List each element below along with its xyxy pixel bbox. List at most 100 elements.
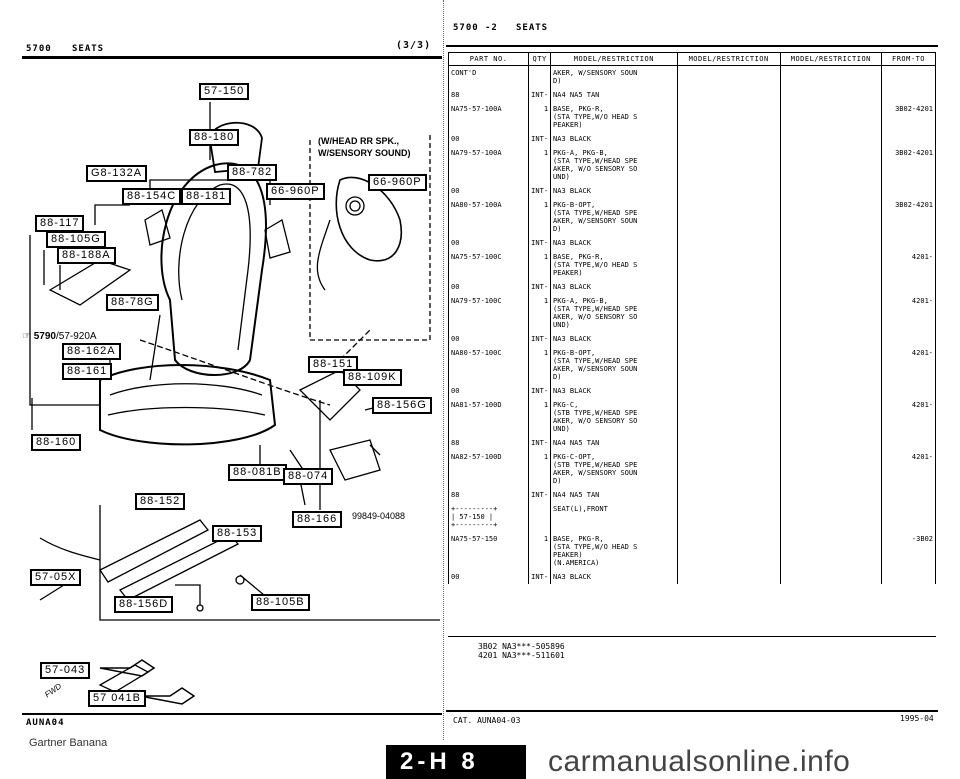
parts-table: PART NO. QTY MODEL/RESTRICTION MODEL/RES… — [447, 52, 936, 584]
row-part-no: 88 — [447, 436, 530, 450]
callout-88-105g: 88-105G — [46, 231, 106, 248]
row-qty: INT- — [528, 280, 552, 294]
row-model-3 — [779, 502, 883, 532]
row-model-3 — [779, 346, 883, 384]
row-from-to — [881, 184, 936, 198]
col-qty: QTY — [528, 52, 552, 66]
row-model-3 — [779, 384, 883, 398]
row-from-to: 4201- — [881, 250, 936, 280]
ref-number: 5790 — [33, 331, 56, 342]
row-model-3 — [779, 250, 883, 280]
callout-88-161: 88-161 — [62, 363, 113, 380]
callout-88-156d: 88-156D — [114, 596, 174, 613]
row-from-to — [881, 436, 936, 450]
row-description: NA4 NA5 TAN — [550, 88, 678, 102]
row-model-2 — [676, 384, 781, 398]
callout-57-150: 57-150 — [199, 83, 250, 100]
row-from-to — [881, 280, 936, 294]
row-model-2 — [676, 65, 781, 88]
row-model-3 — [779, 532, 883, 570]
callout-g8-132a: G8-132A — [86, 165, 148, 182]
row-model-3 — [779, 236, 883, 250]
col-part-no: PART NO. — [447, 52, 530, 66]
right-header-title: SEATS — [516, 23, 549, 33]
ref-5790: ☞ 5790/57-920A — [22, 331, 97, 342]
row-part-no: 00 — [447, 570, 530, 584]
row-model-2 — [676, 346, 781, 384]
callout-88-151: 88-151 — [308, 356, 359, 373]
row-from-to — [881, 88, 936, 102]
row-qty: 1 — [528, 294, 552, 332]
row-description: NA3 BLACK — [550, 384, 678, 398]
row-from-to — [881, 132, 936, 146]
right-footer-cat: CAT. AUNA04-03 — [453, 716, 521, 725]
row-from-to: 4201- — [881, 294, 936, 332]
row-part-no: 00 — [447, 236, 530, 250]
row-model-2 — [676, 436, 781, 450]
row-part-no: NA75-57-150 — [447, 532, 530, 570]
part-code-label: 99849-04088 — [352, 511, 406, 521]
row-description: BASE, PKG-R, (STA TYPE,W/O HEAD S PEAKER… — [550, 250, 678, 280]
callout-66-960p-b: 66-960P — [368, 174, 427, 191]
row-qty — [528, 65, 552, 88]
callout-66-960p-a: 66-960P — [266, 183, 325, 200]
row-part-no: NA82-57-100D — [447, 450, 530, 488]
callout-88-188a: 88-188A — [57, 247, 116, 264]
row-description: NA4 NA5 TAN — [550, 488, 678, 502]
col-model-1: MODEL/RESTRICTION — [550, 52, 678, 66]
right-header-rule — [446, 45, 938, 47]
row-model-2 — [676, 450, 781, 488]
parts-table-header: PART NO. QTY MODEL/RESTRICTION MODEL/RES… — [447, 52, 936, 66]
left-header-page: (3/3) — [396, 40, 432, 51]
note-head-rr-spk: (W/HEAD RR SPK., W/SENSORY SOUND) — [318, 135, 411, 159]
row-description: AKER, W/SENSORY SOUN D) — [550, 65, 678, 88]
row-description: PKG-A, PKG-B, (STA TYPE,W/HEAD SPE AKER,… — [550, 294, 678, 332]
row-model-3 — [779, 198, 883, 236]
row-model-3 — [779, 146, 883, 184]
row-part-no: CONT'D — [447, 65, 530, 88]
row-model-3 — [779, 332, 883, 346]
row-model-2 — [676, 198, 781, 236]
row-from-to: 3B02-4201 — [881, 102, 936, 132]
credit-text: Gartner Banana — [29, 737, 108, 749]
callout-88-109k: 88-109K — [343, 369, 402, 386]
callout-88-78g: 88-78G — [106, 294, 159, 311]
row-from-to — [881, 570, 936, 584]
row-model-3 — [779, 450, 883, 488]
row-qty: 1 — [528, 346, 552, 384]
callout-88-162a: 88-162A — [62, 343, 121, 360]
callout-88-117: 88-117 — [35, 215, 85, 232]
row-part-no: 00 — [447, 132, 530, 146]
row-qty: 1 — [528, 398, 552, 436]
callout-88-166: 88-166 — [292, 511, 343, 528]
row-part-no: NA80-57-100A — [447, 198, 530, 236]
seat-exploded-diagram — [29, 102, 440, 705]
row-model-2 — [676, 250, 781, 280]
callout-57-05x: 57-05X — [30, 569, 82, 586]
row-model-3 — [779, 436, 883, 450]
callout-88-181: 88-181 — [181, 188, 232, 205]
row-part-no: 00 — [447, 184, 530, 198]
row-part-no: NA81-57-100D — [447, 398, 530, 436]
row-model-3 — [779, 65, 883, 88]
col-from-to: FROM-TO — [881, 52, 936, 66]
row-qty: 1 — [528, 532, 552, 570]
row-from-to — [881, 236, 936, 250]
left-header-rule — [22, 56, 442, 59]
right-footer-rule — [446, 710, 938, 712]
row-description: PKG-B-OPT, (STA TYPE,W/HEAD SPE AKER, W/… — [550, 346, 678, 384]
right-header-code: 5700 — [453, 23, 479, 33]
callout-88-153: 88-153 — [212, 525, 263, 542]
row-model-2 — [676, 532, 781, 570]
row-qty: INT- — [528, 184, 552, 198]
